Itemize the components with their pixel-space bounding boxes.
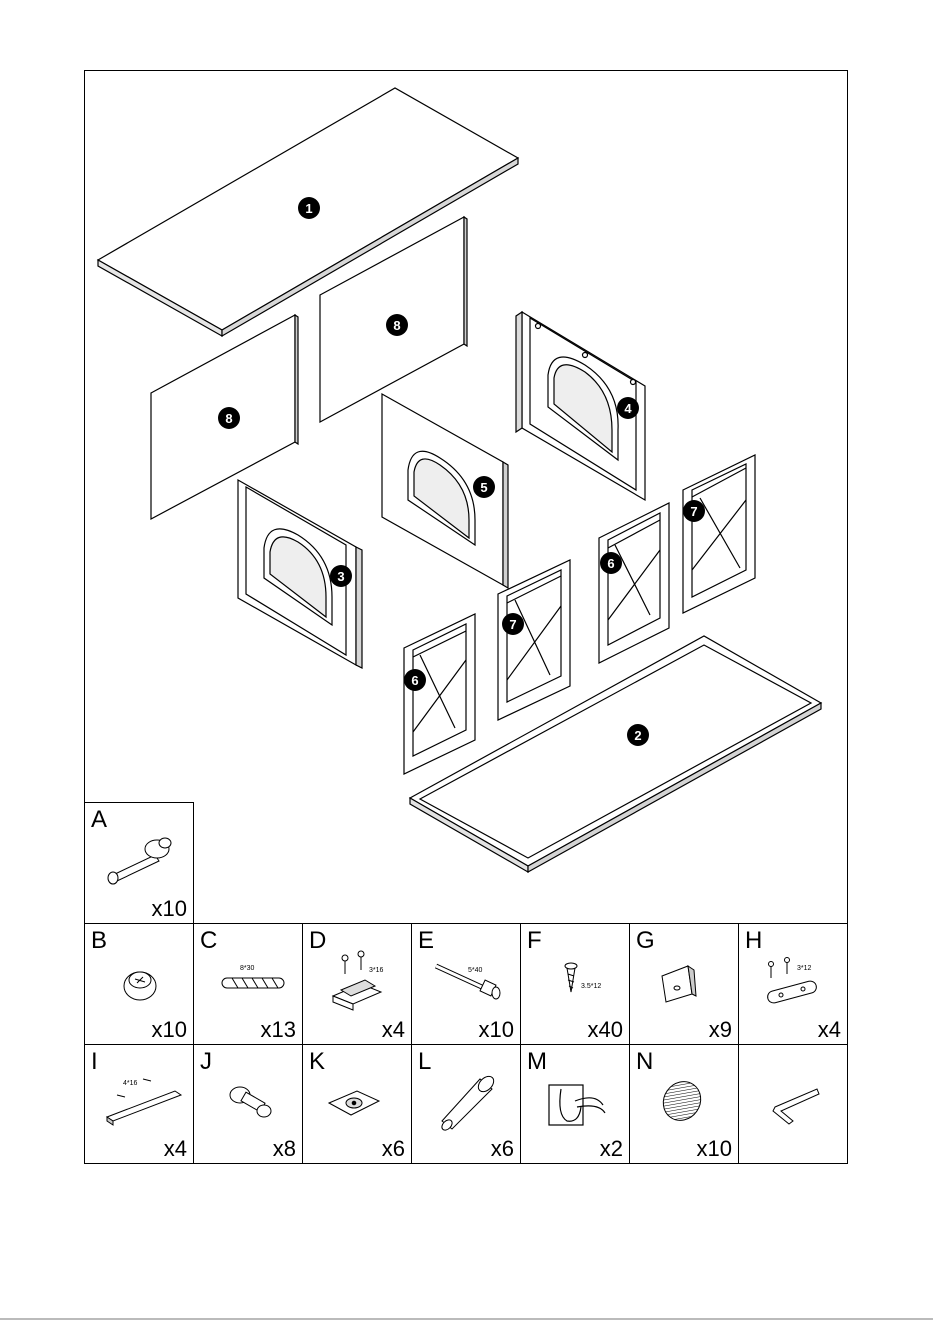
part-badge-6-front: 6: [404, 669, 426, 691]
part-badge-5: 5: [473, 476, 495, 498]
hardware-quantity: x6: [382, 1137, 405, 1161]
hardware-cell-m: M x2: [520, 1044, 630, 1164]
hardware-cell-k: K x6: [302, 1044, 412, 1164]
part-badge-8-right: 8: [386, 314, 408, 336]
allen-key-icon: [739, 1045, 849, 1165]
svg-text:6: 6: [411, 673, 418, 688]
hardware-cell-b: B x10: [84, 923, 194, 1045]
part-badge-7-mid: 7: [502, 613, 524, 635]
svg-text:3*12: 3*12: [797, 965, 812, 972]
hardware-quantity: x10: [152, 1018, 187, 1042]
door-panel-mid-left: [498, 560, 570, 720]
hardware-cell-f: F 3.5*12 x40: [520, 923, 630, 1045]
hardware-quantity: x2: [600, 1137, 623, 1161]
svg-text:5: 5: [480, 480, 487, 495]
hardware-quantity: x10: [152, 897, 187, 921]
hardware-cell-e: E 5*40 x10: [411, 923, 521, 1045]
hardware-quantity: x10: [479, 1018, 514, 1042]
svg-text:3*16: 3*16: [369, 967, 384, 974]
hardware-quantity: x6: [491, 1137, 514, 1161]
svg-text:3.5*12: 3.5*12: [581, 983, 601, 990]
hardware-cell-d: D 3*16 x4: [302, 923, 412, 1045]
hardware-quantity: x10: [697, 1137, 732, 1161]
part-badge-1: 1: [298, 197, 320, 219]
exploded-assembly-diagram: 1 8 8 4 5 3 7 6 7 6 2: [84, 70, 848, 923]
part-badge-2: 2: [627, 724, 649, 746]
svg-text:8: 8: [393, 318, 400, 333]
svg-text:4: 4: [624, 401, 632, 416]
svg-text:2: 2: [634, 728, 641, 743]
hardware-quantity: x4: [818, 1018, 841, 1042]
svg-text:7: 7: [509, 617, 516, 632]
hardware-quantity: x4: [382, 1018, 405, 1042]
hardware-quantity: x4: [164, 1137, 187, 1161]
svg-text:4*16: 4*16: [123, 1080, 138, 1087]
hardware-cell-h: H 3*12 x4: [738, 923, 848, 1045]
door-panel-front: [404, 614, 475, 774]
part-badge-4: 4: [617, 397, 639, 419]
svg-text:8: 8: [225, 411, 232, 426]
hardware-cell-i: I 4*16 x4: [84, 1044, 194, 1164]
hardware-quantity: x8: [273, 1137, 296, 1161]
svg-text:8*30: 8*30: [240, 965, 255, 972]
hardware-cell-n: N x10: [629, 1044, 739, 1164]
part-badge-3: 3: [330, 565, 352, 587]
part-badge-7-rear: 7: [683, 500, 705, 522]
door-panel-mid-right: [599, 503, 669, 663]
part-badge-6-mid: 6: [600, 552, 622, 574]
svg-text:3: 3: [337, 569, 344, 584]
svg-text:1: 1: [305, 201, 312, 216]
door-panel-rear: [683, 455, 755, 613]
hardware-cell-c: C 8*30 x13: [193, 923, 303, 1045]
svg-text:6: 6: [607, 556, 614, 571]
hardware-quantity: x40: [588, 1018, 623, 1042]
svg-text:5*40: 5*40: [468, 967, 483, 974]
hardware-quantity: x13: [261, 1018, 296, 1042]
hardware-cell-allen-key: [738, 1044, 848, 1164]
hardware-cell-g: G x9: [629, 923, 739, 1045]
hardware-cell-l: L x6: [411, 1044, 521, 1164]
hardware-quantity: x9: [709, 1018, 732, 1042]
svg-text:7: 7: [690, 504, 697, 519]
page-bottom-edge: [0, 1318, 933, 1320]
hardware-cell-a: A x10: [84, 802, 194, 924]
hardware-cell-j: J x8: [193, 1044, 303, 1164]
part-badge-8-left: 8: [218, 407, 240, 429]
